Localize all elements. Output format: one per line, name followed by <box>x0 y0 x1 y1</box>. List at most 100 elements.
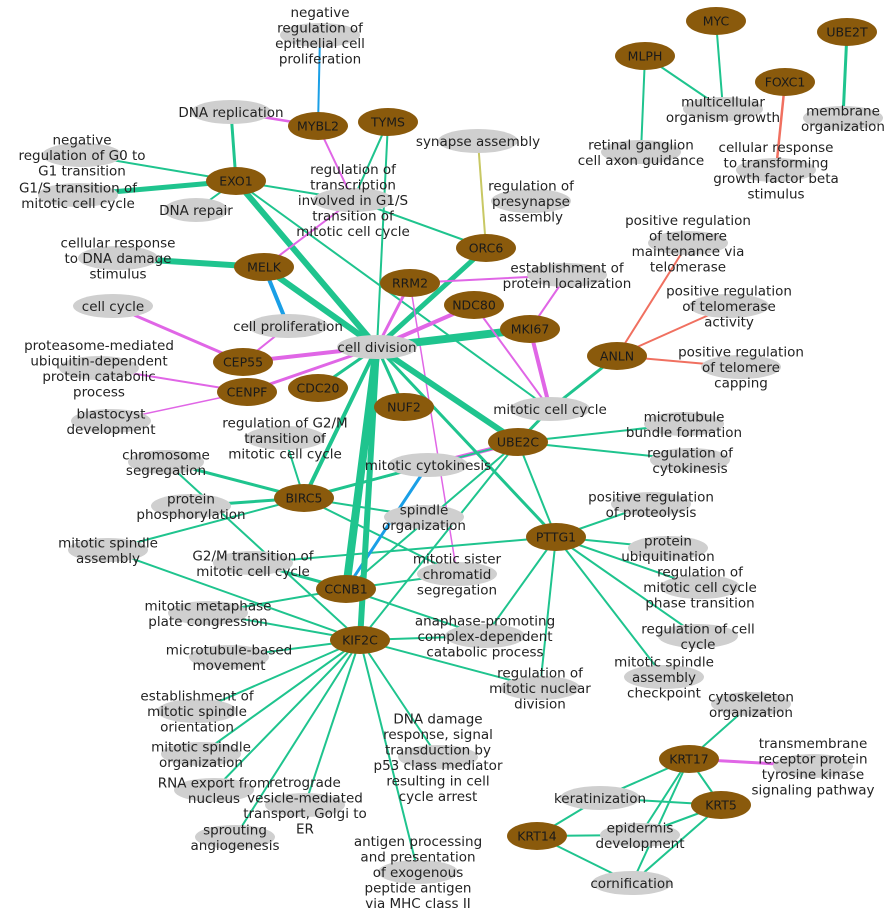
term-node-mitotic-cc[interactable]: mitotic cell cycle <box>493 397 607 421</box>
term-node-syn-asm[interactable]: synapse assembly <box>416 129 540 153</box>
term-label-line: tyrosine kinase <box>762 767 864 783</box>
gene-node-kif2c[interactable]: KIF2C <box>330 626 390 654</box>
gene-node-ube2t[interactable]: UBE2T <box>817 18 877 46</box>
gene-node-krt17[interactable]: KRT17 <box>659 745 719 773</box>
gene-node-exo1[interactable]: EXO1 <box>206 167 266 195</box>
term-node-dna-rep[interactable]: DNA replication <box>178 100 284 124</box>
edge-pttg1-checkpoint <box>555 536 665 678</box>
term-node-proteasome[interactable]: proteasome-mediatedubiquitin-dependentpr… <box>24 338 174 401</box>
edge-kif2c-reg-mnd <box>359 639 541 689</box>
gene-node-foxc1[interactable]: FOXC1 <box>755 68 815 96</box>
term-label-line: response, signal <box>383 727 493 743</box>
gene-node-orc6[interactable]: ORC6 <box>456 234 516 262</box>
gene-label: ORC6 <box>469 241 504 256</box>
gene-label: MYBL2 <box>297 119 339 134</box>
gene-node-ndc80[interactable]: NDC80 <box>444 291 504 319</box>
gene-node-mybl2[interactable]: MYBL2 <box>288 112 348 140</box>
gene-node-cdc20[interactable]: CDC20 <box>288 374 348 402</box>
gene-node-cep55[interactable]: CEP55 <box>213 348 273 376</box>
gene-node-melk[interactable]: MELK <box>234 253 294 281</box>
term-label-line: catabolic process <box>426 645 543 661</box>
edge-anln-telomere-maint <box>616 242 689 357</box>
gene-node-cenpf[interactable]: CENPF <box>217 378 277 406</box>
term-label-line: mitotic spindle <box>614 655 714 671</box>
term-node-cell-prolif[interactable]: cell proliferation <box>233 314 343 338</box>
gene-node-nuf2[interactable]: NUF2 <box>374 393 434 421</box>
gene-node-anln[interactable]: ANLN <box>587 342 647 370</box>
term-node-cell-cycle[interactable]: cell cycle <box>73 294 153 318</box>
term-label-line: DNA damage <box>393 711 482 727</box>
gene-label: CENPF <box>227 385 268 400</box>
gene-node-krt14[interactable]: KRT14 <box>507 822 567 850</box>
gene-ellipse <box>316 575 376 603</box>
gene-node-birc5[interactable]: BIRC5 <box>274 484 334 512</box>
term-label-line: plate congression <box>148 614 267 630</box>
term-label-line: assembly <box>632 670 696 686</box>
gene-node-tyms[interactable]: TYMS <box>358 108 418 136</box>
term-label-line: regulation of <box>647 445 734 461</box>
term-node-keratin[interactable]: keratinization <box>554 786 646 810</box>
gene-node-myc[interactable]: MYC <box>686 7 746 35</box>
term-label-line: stimulus <box>89 267 146 283</box>
term-node-mit-cytok[interactable]: mitotic cytokinesis <box>365 453 491 477</box>
term-node-cornif[interactable]: cornification <box>590 871 674 895</box>
gene-node-krt5[interactable]: KRT5 <box>691 791 751 819</box>
term-label-line: negative <box>52 133 111 149</box>
term-label-line: transition of <box>244 431 327 447</box>
gene-node-mki67[interactable]: MKI67 <box>500 315 560 343</box>
gene-node-rrm2[interactable]: RRM2 <box>380 269 440 297</box>
gene-node-ube2c[interactable]: UBE2C <box>488 428 548 456</box>
term-ellipse <box>191 100 271 124</box>
gene-node-ccnb1[interactable]: CCNB1 <box>316 575 376 603</box>
term-node-cell-div[interactable]: cell division <box>337 335 417 359</box>
gene-node-pttg1[interactable]: PTTG1 <box>526 523 586 551</box>
gene-ellipse <box>500 315 560 343</box>
term-label-line: proliferation <box>279 51 361 67</box>
term-node-dna-repair[interactable]: DNA repair <box>159 198 233 222</box>
gene-node-mlph[interactable]: MLPH <box>615 42 675 70</box>
term-node-apc[interactable]: anaphase-promotingcomplex-dependentcatab… <box>415 614 555 661</box>
